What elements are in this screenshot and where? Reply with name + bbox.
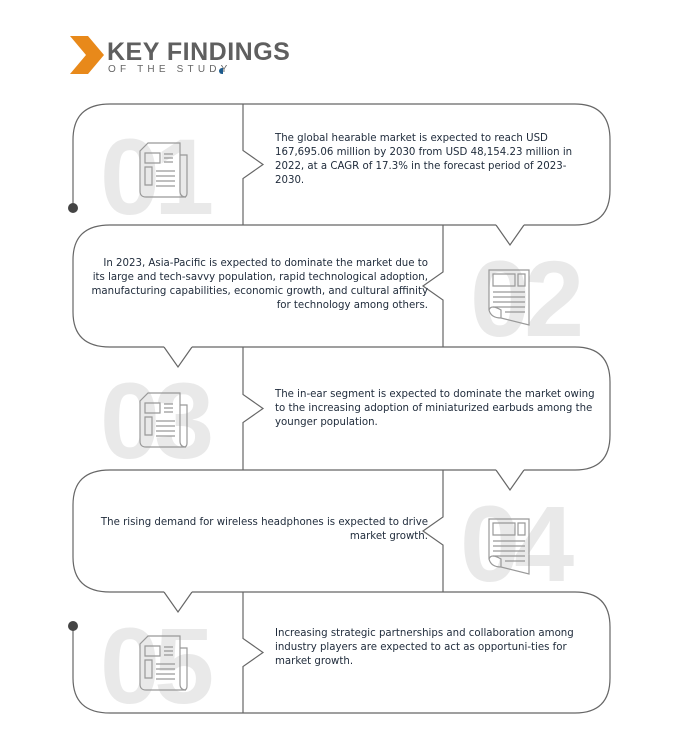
newspaper-icon	[139, 392, 188, 448]
speech-tail	[163, 346, 193, 369]
page-subtitle: OF THE STUDY	[108, 64, 232, 75]
newspaper-icon	[488, 269, 530, 326]
page-title: KEY FINDINGS	[107, 38, 291, 66]
speech-tail	[163, 591, 193, 614]
newspaper-icon	[488, 518, 530, 575]
finding-text: The global hearable market is expected t…	[275, 133, 573, 186]
timeline-dot	[68, 621, 78, 631]
finding-text: The in-ear segment is expected to domina…	[275, 389, 595, 428]
divider	[242, 347, 265, 470]
divider	[421, 470, 444, 592]
finding-text: Increasing strategic partnerships and co…	[275, 628, 574, 667]
speech-tail	[495, 224, 525, 247]
speech-tail	[495, 469, 525, 492]
newspaper-icon	[139, 635, 188, 691]
finding-text: In 2023, Asia-Pacific is expected to dom…	[91, 258, 429, 311]
finding-number: 05	[100, 605, 214, 726]
newspaper-icon	[139, 142, 188, 198]
frame-path	[72, 103, 611, 714]
finding-text: The rising demand for wireless headphone…	[100, 517, 428, 542]
divider	[242, 592, 265, 713]
timeline-dot	[68, 203, 78, 213]
divider	[242, 104, 265, 225]
finding-number: 04	[460, 483, 574, 604]
divider	[421, 225, 444, 347]
accent-dot	[219, 68, 223, 74]
